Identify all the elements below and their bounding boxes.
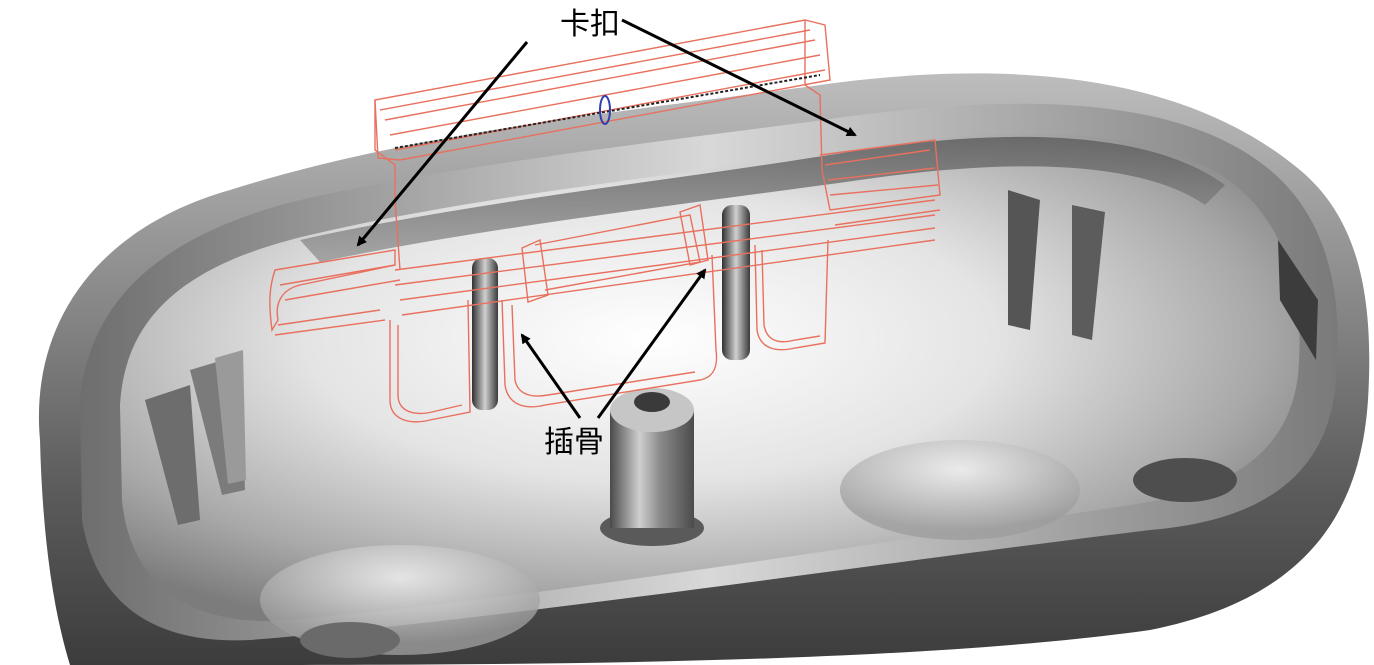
- hinge-pin: [394, 74, 821, 149]
- wall-tab-right-2: [1072, 205, 1105, 340]
- back-wall: [300, 136, 1225, 262]
- snap-fit-label: 卡扣: [560, 7, 620, 42]
- arrow-rib-right: [596, 268, 707, 419]
- boss-hole: [634, 392, 670, 412]
- floor-dimple-right: [840, 440, 1080, 540]
- wall-slot-right: [1278, 240, 1318, 360]
- wall-tab-left-1: [145, 385, 200, 525]
- arrow-snap-left: [356, 41, 529, 247]
- floor-hole-left: [300, 622, 400, 658]
- wall-tab-right-1: [1008, 190, 1040, 330]
- rib-left: [472, 258, 498, 410]
- rib-right: [722, 205, 750, 360]
- arrow-snap-right: [621, 18, 857, 137]
- wireframe-part: [269, 19, 941, 423]
- arrow-rib-left: [520, 333, 582, 419]
- rib-label: 插骨: [544, 425, 604, 460]
- floor-hole-right: [1133, 458, 1237, 502]
- wall-tab-left-3: [215, 350, 246, 484]
- hinge-pin-marker: [599, 95, 611, 125]
